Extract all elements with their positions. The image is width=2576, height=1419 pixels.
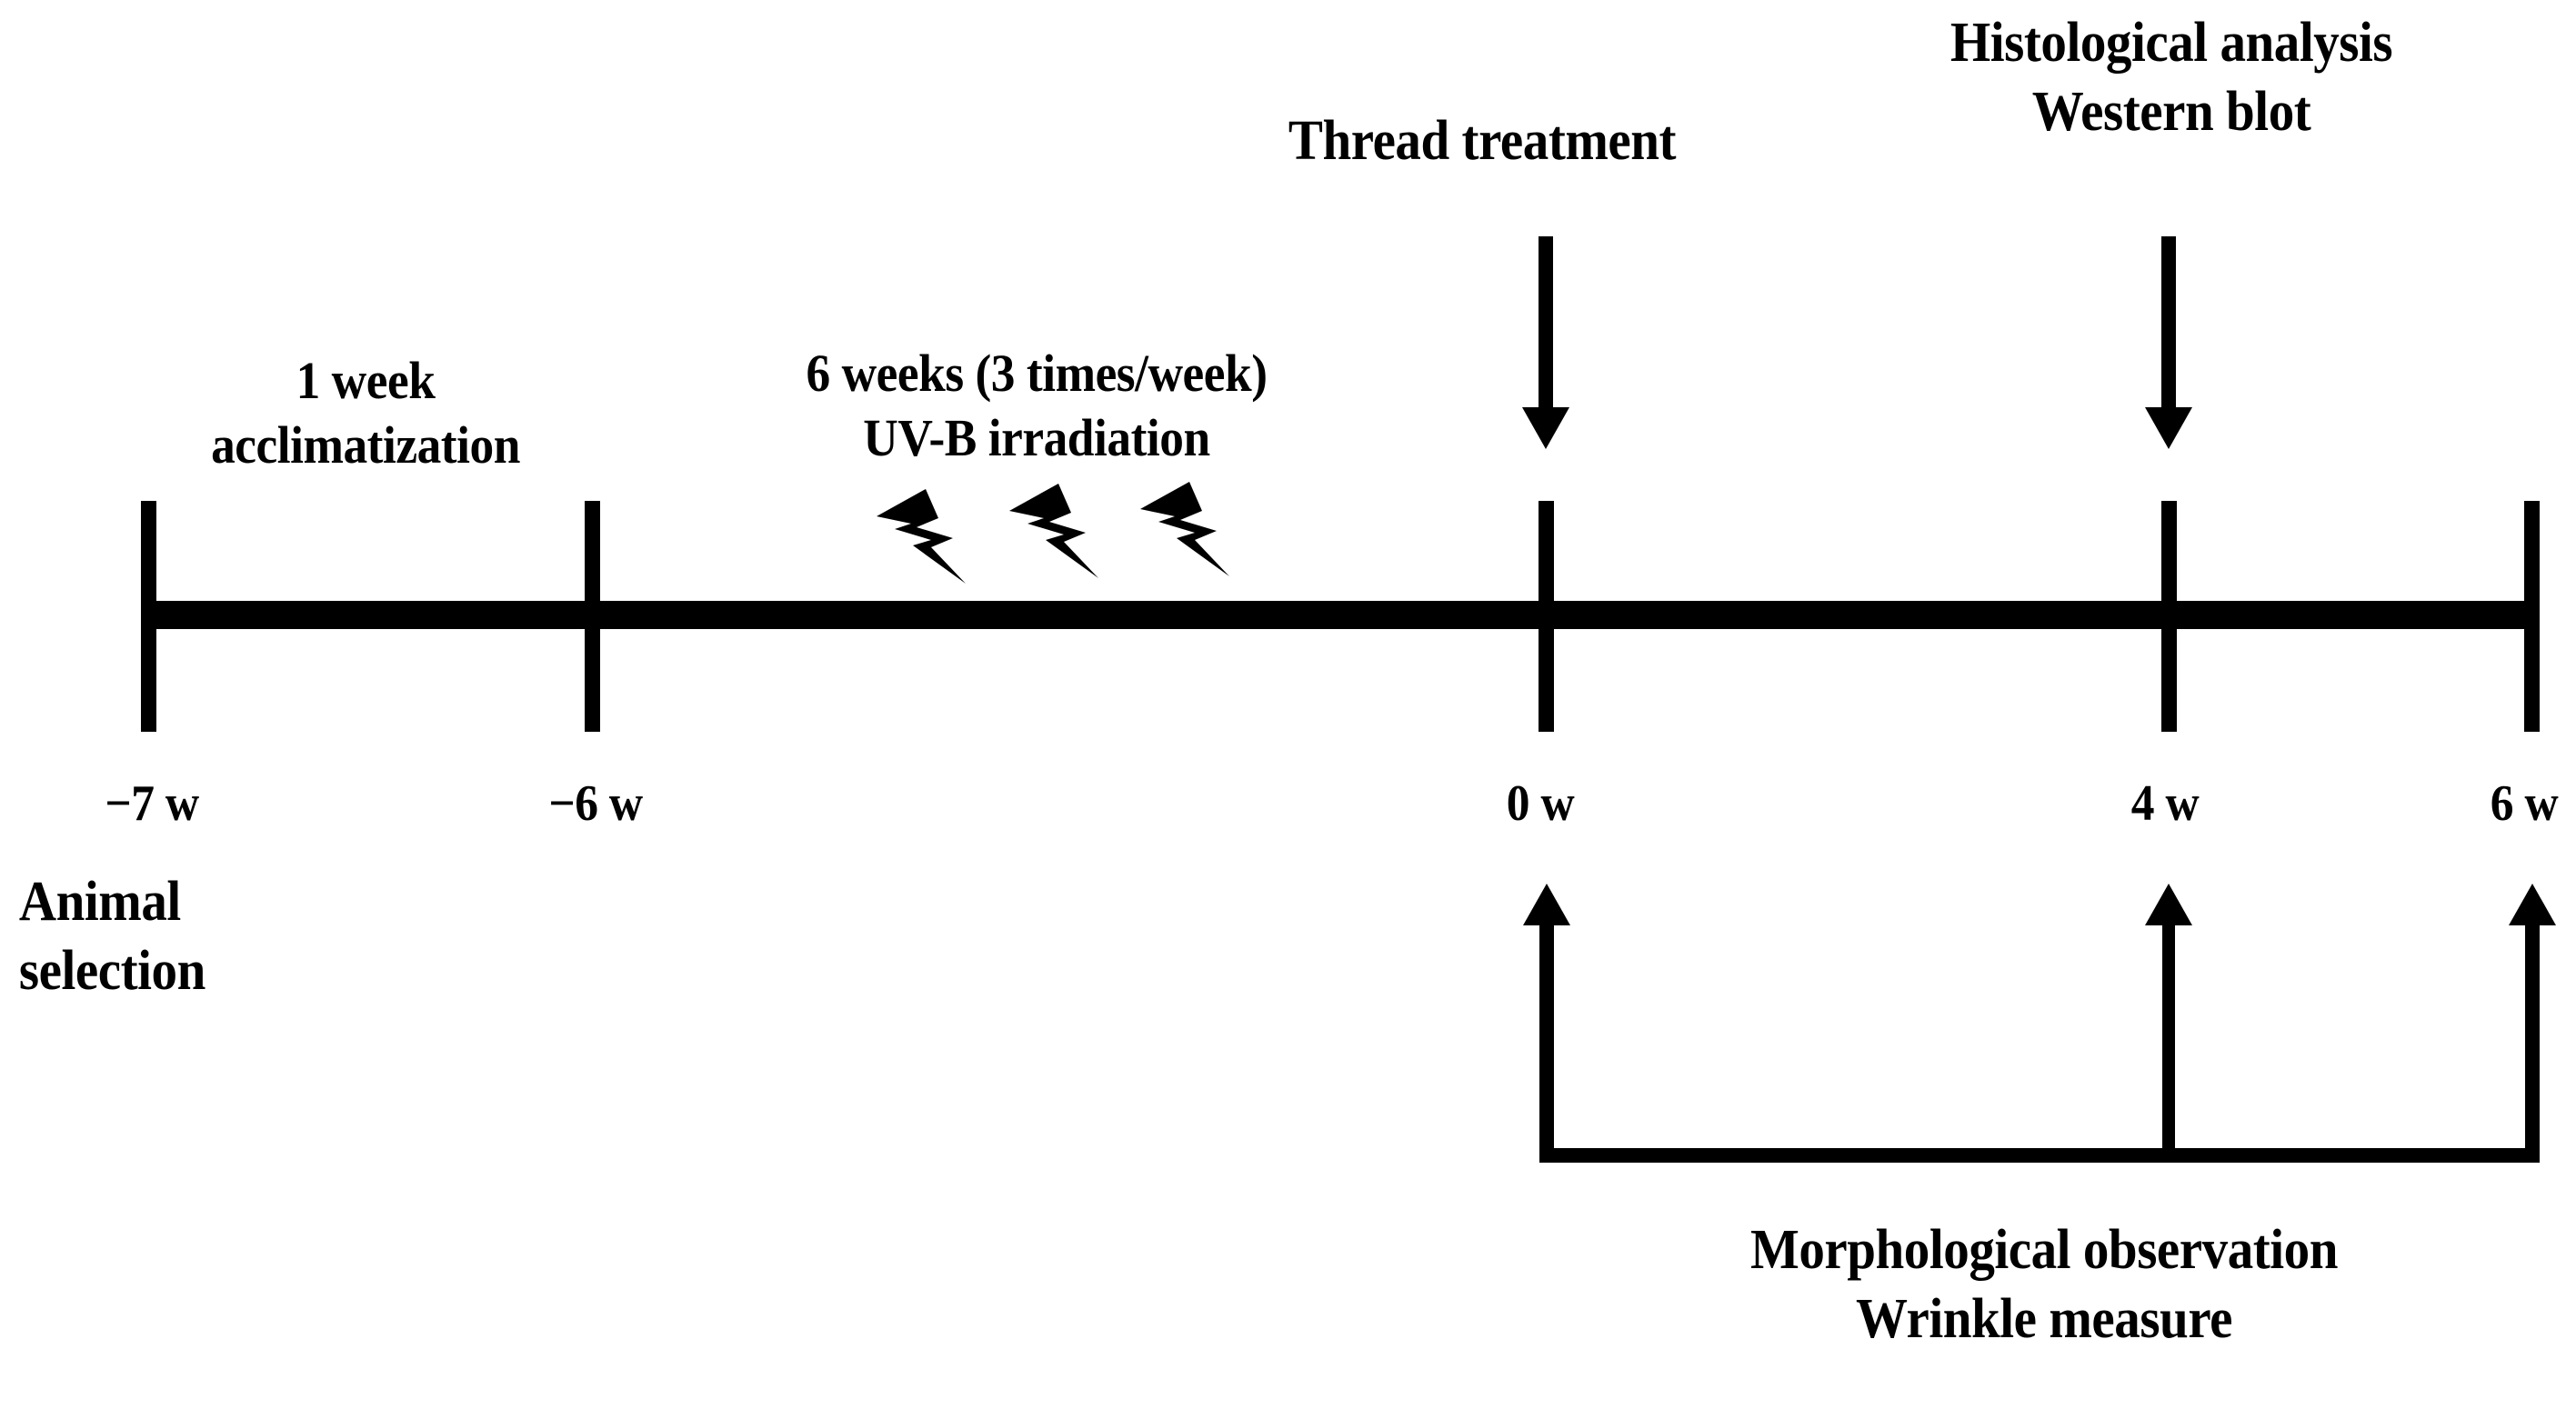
arrow-up-icon (2509, 884, 2556, 925)
tick-mark-minus7w (141, 501, 156, 732)
tick-label-text: 0 w (1506, 775, 1575, 832)
label-acclimatization: 1 week acclimatization (211, 349, 520, 478)
arrow-up-icon (1523, 884, 1570, 925)
tick-label-text: 4 w (2130, 775, 2200, 832)
histological-analysis-text: Histological analysis (1950, 12, 2393, 74)
arrow-up-icon (2145, 884, 2192, 925)
tick-mark-6w (2524, 501, 2540, 732)
label-observation-measures: Morphological observation Wrinkle measur… (1750, 1216, 2338, 1354)
tick-mark-minus6w (585, 501, 600, 732)
tick-label-text: −7 w (105, 775, 199, 832)
tick-label-0w: 0 w (1506, 773, 1575, 834)
label-uvb-irradiation: 6 weeks (3 times/week) UV-B irradiation (806, 342, 1268, 471)
bracket-right-arm (2525, 924, 2540, 1161)
western-blot-text: Western blot (2031, 80, 2311, 143)
tick-label-minus7w: −7 w (105, 773, 199, 834)
uvb-schedule-text: 6 weeks (3 times/week) (806, 344, 1268, 403)
uvb-irradiation-text: UV-B irradiation (863, 407, 1210, 467)
tick-label-minus6w: −6 w (548, 773, 643, 834)
tick-mark-4w (2161, 501, 2177, 732)
wrinkle-measure-text: Wrinkle measure (1855, 1287, 2233, 1350)
lightning-bolt-icon (871, 482, 989, 591)
lightning-bolt-icon (1135, 475, 1253, 584)
morphological-observation-text: Morphological observation (1749, 1219, 2339, 1281)
bracket-middle-arm (2162, 924, 2175, 1161)
label-endpoint-analyses: Histological analysis Western blot (1950, 9, 2393, 146)
tick-label-text: 6 w (2490, 775, 2559, 832)
animal-text: Animal (18, 871, 181, 933)
tick-mark-0w (1539, 501, 1554, 732)
tick-label-4w: 4 w (2130, 773, 2200, 834)
arrow-down-stem (2161, 236, 2176, 411)
acclimatization-text: acclimatization (211, 415, 520, 475)
lightning-bolt-icon (1004, 476, 1122, 585)
arrow-down-icon (2145, 407, 2192, 449)
arrow-down-icon (1522, 407, 1569, 449)
bracket-base-line (1539, 1148, 2540, 1163)
bracket-left-arm (1539, 924, 1554, 1161)
tick-label-6w: 6 w (2490, 773, 2559, 834)
acclimatization-duration-text: 1 week (296, 351, 436, 410)
tick-label-text: −6 w (548, 775, 643, 832)
arrow-down-stem (1539, 236, 1553, 411)
label-animal-selection: Animal selection (19, 868, 205, 1005)
timeline-axis (141, 601, 2540, 629)
selection-text: selection (18, 939, 205, 1002)
label-thread-treatment: Thread treatment (1288, 107, 1677, 176)
thread-treatment-text: Thread treatment (1288, 110, 1677, 172)
